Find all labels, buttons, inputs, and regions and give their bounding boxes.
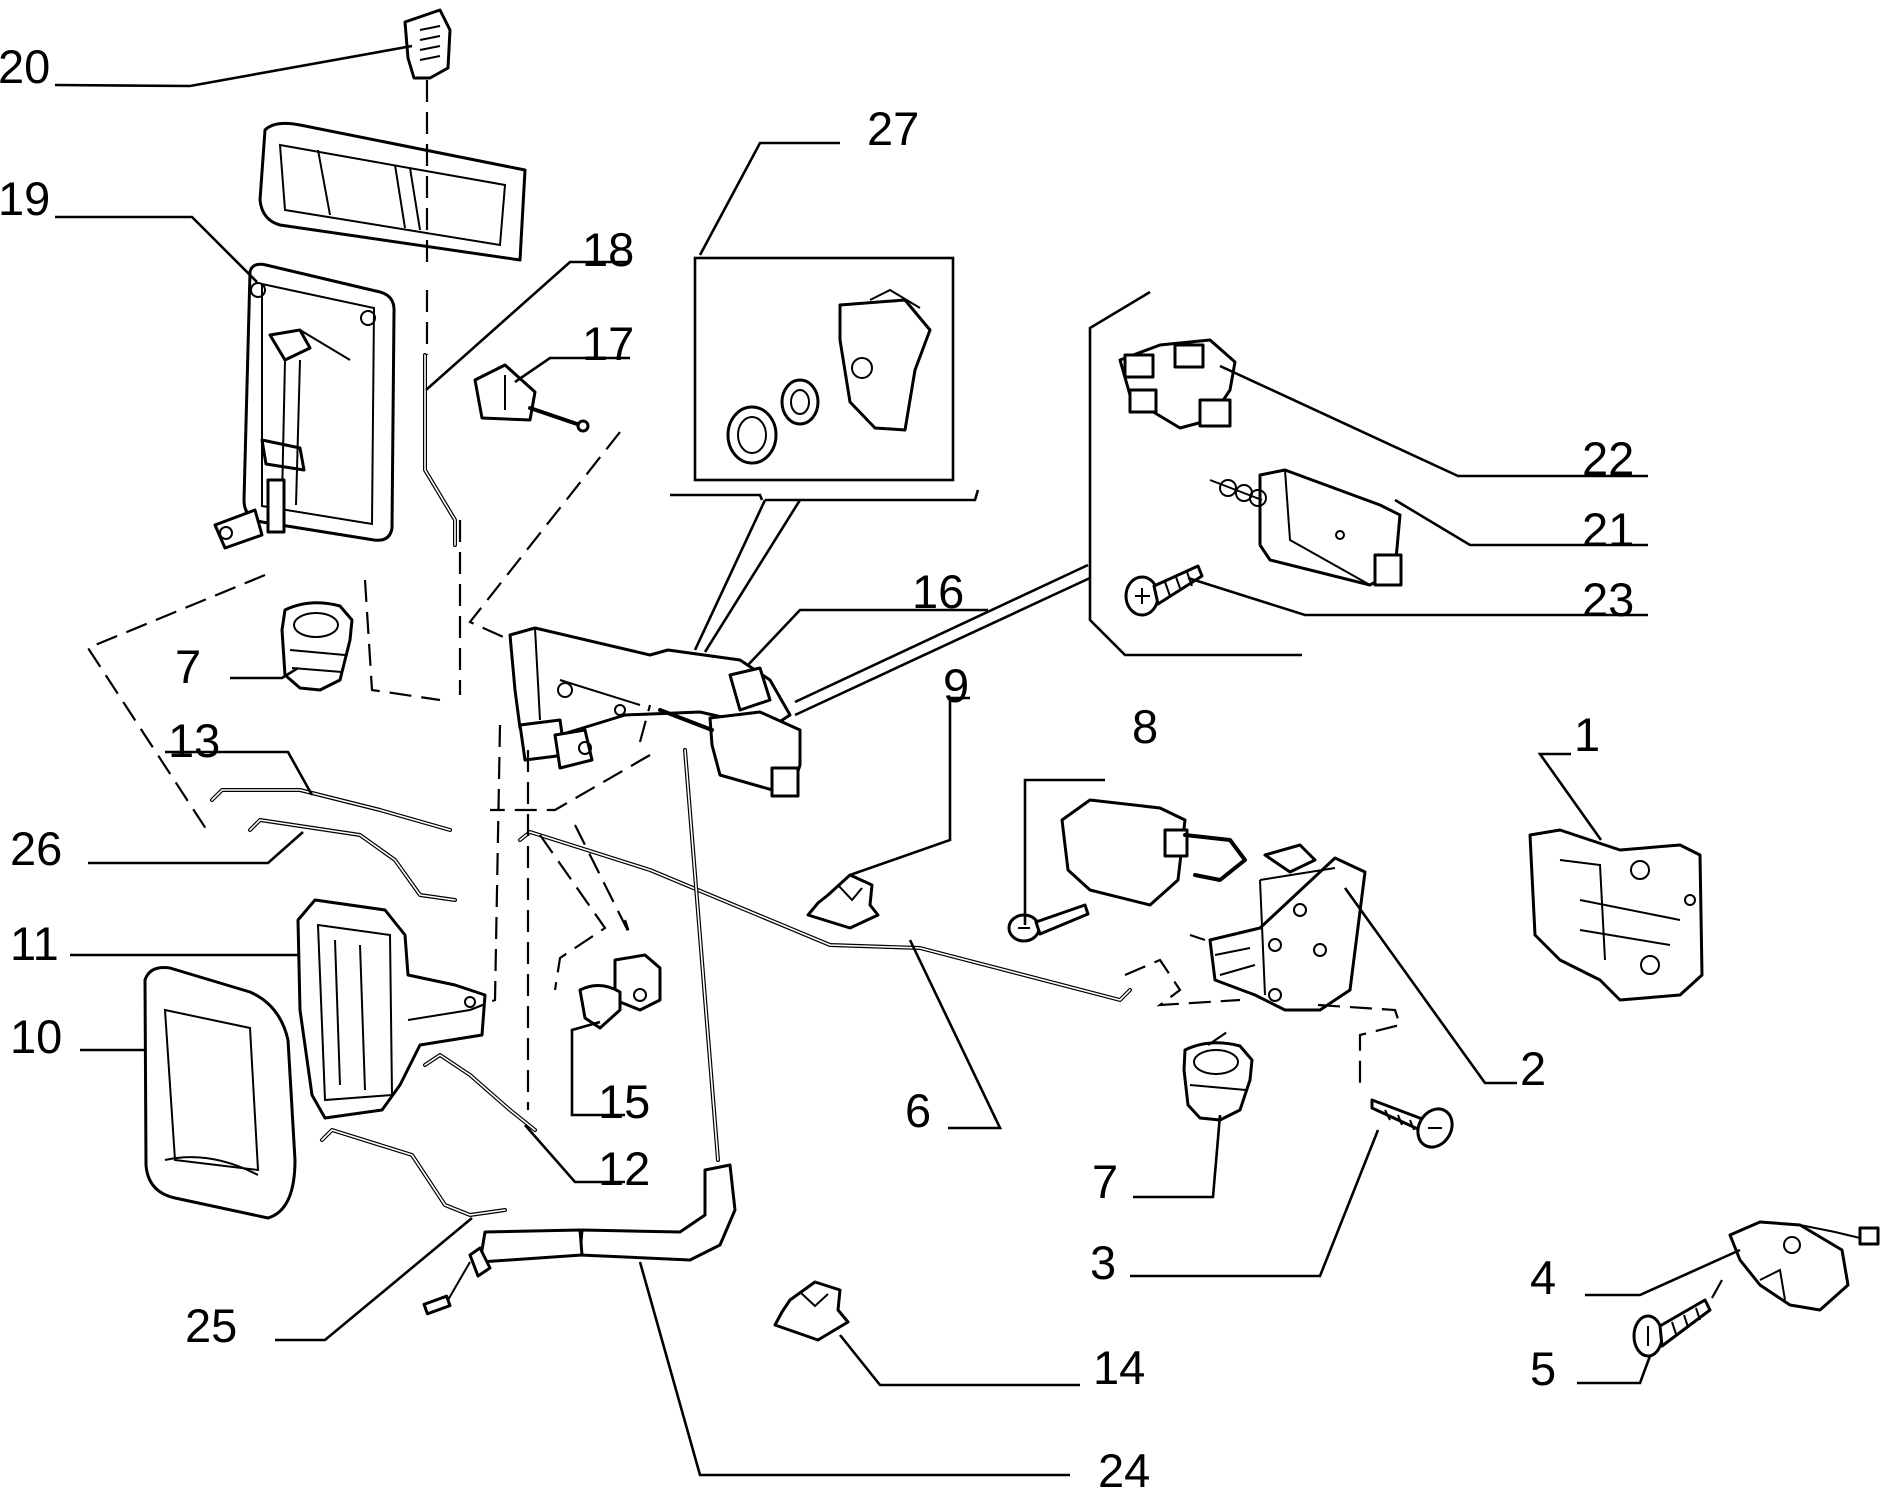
part-27-cylinder-kit [693, 256, 955, 482]
part-12-spring-rod [423, 1053, 537, 1132]
kit-27-outline [670, 489, 980, 653]
door-handle-housing [258, 121, 527, 262]
assembly-lines [86, 80, 1723, 1299]
part-3-screw [1370, 1098, 1454, 1149]
part-6-long-rod [518, 830, 1132, 1002]
label-5: 5 [1530, 1342, 1556, 1395]
part-20-button [403, 8, 452, 80]
label-18: 18 [582, 223, 634, 276]
part-15-clip [578, 953, 662, 1030]
label-23: 23 [1582, 573, 1634, 626]
label-25: 25 [185, 1299, 237, 1352]
part-7-grommet-upper [280, 601, 354, 692]
label-26: 26 [10, 822, 62, 875]
label-12: 12 [598, 1142, 650, 1195]
part-17-clip [473, 363, 590, 433]
label-10: 10 [10, 1010, 62, 1063]
label-27: 27 [867, 102, 919, 155]
part-24-rod-cable [422, 748, 737, 1316]
label-16: 16 [912, 565, 964, 618]
label-19: 19 [0, 172, 50, 225]
part-25-rod [320, 1128, 507, 1217]
part-labels: 20 19 18 17 27 22 21 23 16 9 8 1 7 13 26… [0, 40, 1634, 1494]
label-7a: 7 [175, 640, 201, 693]
label-13: 13 [168, 714, 220, 767]
group-21-23-bracket [794, 290, 1302, 717]
label-3: 3 [1090, 1236, 1116, 1289]
label-6: 6 [905, 1084, 931, 1137]
label-7b: 7 [1092, 1155, 1118, 1208]
label-9: 9 [943, 659, 969, 712]
label-1: 1 [1574, 708, 1600, 761]
label-22: 22 [1582, 432, 1634, 485]
label-21: 21 [1582, 503, 1634, 556]
part-11-outer-handle [296, 898, 487, 1120]
part-8-actuator [1007, 798, 1247, 943]
label-17: 17 [582, 317, 634, 370]
part-16-lock-mechanism [508, 626, 802, 798]
label-14: 14 [1093, 1341, 1145, 1394]
part-14-clip [773, 1280, 850, 1342]
label-20: 20 [0, 40, 50, 93]
label-4: 4 [1530, 1251, 1556, 1304]
part-26-rod [248, 818, 457, 902]
part-4-bracket [1728, 1220, 1880, 1312]
label-8: 8 [1132, 700, 1158, 753]
part-2-lock-body [1208, 843, 1367, 1012]
part-1-latch [1528, 828, 1704, 1002]
label-15: 15 [598, 1075, 650, 1128]
part-10-gasket [143, 966, 297, 1220]
part-19-handle-frame [213, 262, 396, 550]
label-2: 2 [1520, 1042, 1546, 1095]
part-5-screw [1632, 1298, 1712, 1358]
part-7-grommet-lower [1182, 1041, 1254, 1122]
leader-lines [54, 44, 1741, 1477]
part-22-latch-bracket [1118, 338, 1237, 430]
part-13-rod [210, 788, 452, 832]
part-18-rod [423, 353, 457, 547]
part-21-actuator [1209, 468, 1403, 587]
part-23-screw [1124, 564, 1204, 617]
label-24: 24 [1098, 1444, 1150, 1494]
label-11: 11 [10, 917, 59, 970]
part-9-clip [806, 873, 880, 930]
